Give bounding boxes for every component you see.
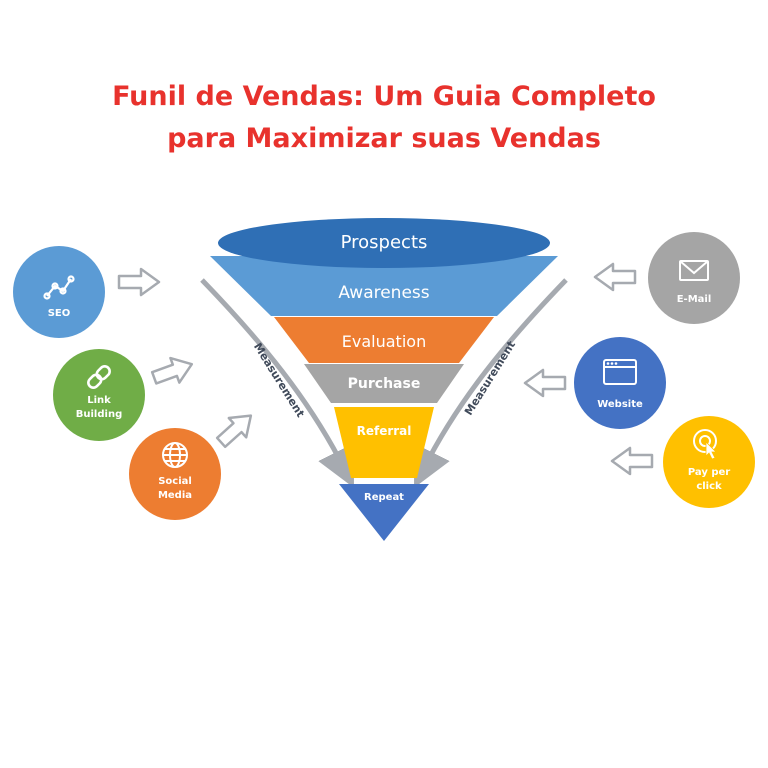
measurement-label-left: Measurement (251, 341, 307, 420)
funnel-stage-awareness (210, 256, 558, 316)
funnel-stage-referral (334, 407, 434, 478)
funnel-label-evaluation: Evaluation (342, 332, 426, 351)
link-icon (87, 365, 111, 389)
funnel-label-prospects: Prospects (341, 232, 428, 253)
page-title: Funil de Vendas: Um Guia Completo para M… (0, 76, 768, 160)
funnel-stage-prospects (218, 218, 550, 268)
channel-label-seo: SEO (48, 308, 71, 319)
channel-pay-per-click: Pay per click (663, 416, 755, 508)
channel-website: Website (574, 337, 666, 429)
arrow-social-media-to-funnel (215, 414, 253, 449)
funnel-label-awareness: Awareness (338, 283, 429, 303)
cursor-click-icon (693, 429, 717, 460)
funnel-label-repeat: Repeat (364, 492, 404, 503)
channel-label-social-media-2: Media (158, 490, 192, 501)
measurement-arrow-right (414, 278, 568, 488)
title-line-1: Funil de Vendas: Um Guia Completo (112, 81, 656, 112)
funnel-stage-evaluation (274, 317, 494, 363)
channel-label-social-media-1: Social (158, 476, 192, 487)
arrow-website-to-funnel (523, 368, 567, 398)
funnel-label-purchase: Purchase (348, 376, 421, 392)
arrow-seo-to-funnel (117, 267, 161, 297)
measurement-label-right: Measurement (462, 339, 518, 418)
arrow-link-building-to-funnel (150, 356, 194, 385)
funnel-label-referral: Referral (357, 424, 412, 438)
channel-link-building: Link Building (53, 349, 145, 441)
browser-window-icon (603, 359, 637, 385)
globe-icon (162, 442, 188, 468)
channel-social-media: Social Media (129, 428, 221, 520)
envelope-icon (679, 260, 709, 281)
channel-label-pay-per-click-1: Pay per (688, 467, 730, 478)
channel-seo: SEO (13, 246, 105, 338)
funnel-stage-repeat (339, 484, 429, 541)
channel-label-link-building-2: Building (76, 409, 122, 420)
channel-email: E-Mail (648, 232, 740, 324)
channel-label-website: Website (597, 399, 643, 410)
arrow-pay-per-click-to-funnel (610, 446, 654, 476)
channel-label-pay-per-click-2: click (696, 481, 722, 492)
channel-label-link-building-1: Link (87, 395, 111, 406)
arrow-email-to-funnel (593, 262, 637, 292)
funnel: Prospects Awareness Evaluation Purchase … (210, 218, 558, 541)
title-line-2: para Maximizar suas Vendas (167, 123, 601, 154)
chart-line-icon (43, 275, 75, 300)
channel-label-email: E-Mail (677, 294, 712, 305)
funnel-stage-purchase (304, 364, 464, 403)
measurement-arrow-left (200, 278, 354, 488)
